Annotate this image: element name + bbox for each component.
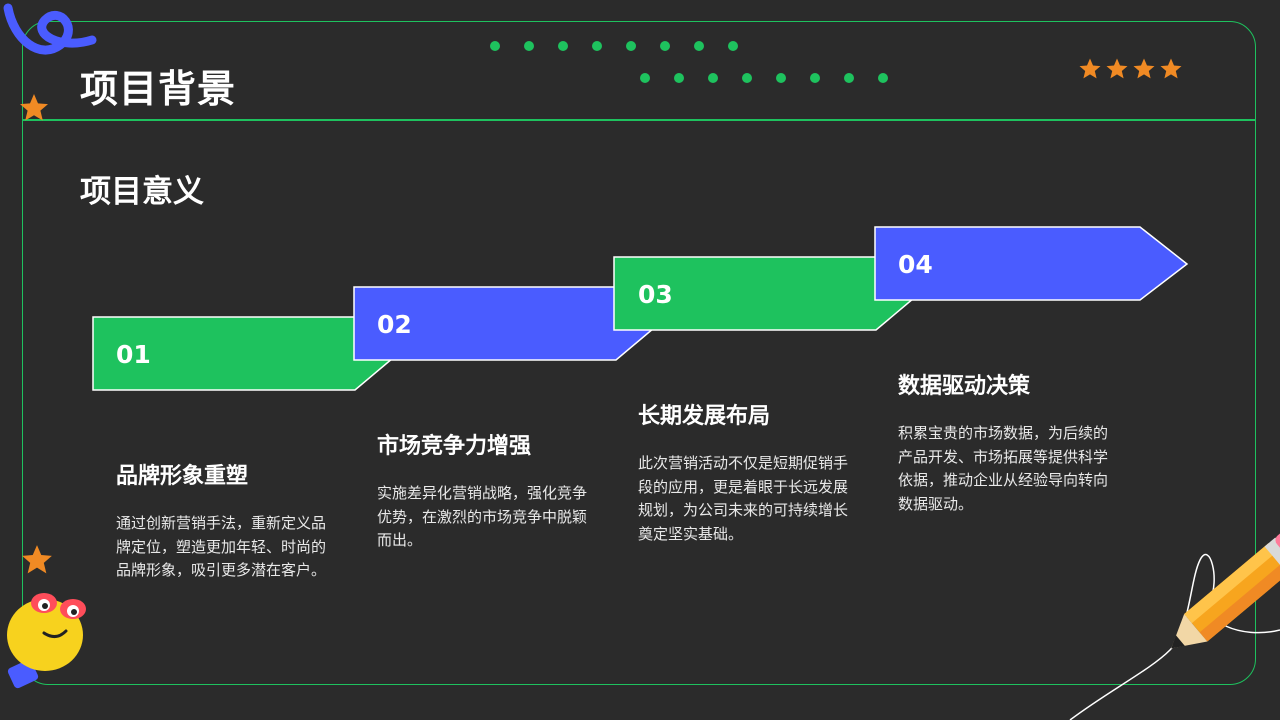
- decoration-dot: [844, 73, 854, 83]
- pencil-icon: [1069, 528, 1280, 720]
- step-shape-02: [353, 286, 655, 361]
- step-description: 实施差异化营销战略，强化竞争优势，在激烈的市场竞争中脱颖而出。: [377, 484, 588, 549]
- slide-frame: [22, 21, 1256, 685]
- step-heading: 长期发展布局: [638, 404, 771, 429]
- star-icon: [1160, 58, 1182, 79]
- star-icon: [1106, 58, 1128, 79]
- decoration-dot: [742, 73, 752, 83]
- step-heading: 市场竞争力增强: [377, 434, 532, 459]
- decoration-dot: [490, 41, 500, 51]
- star-icon: [22, 545, 52, 574]
- decoration-dot: [708, 73, 718, 83]
- star-icon: [20, 94, 48, 121]
- header-divider: [23, 119, 1256, 121]
- decoration-dot: [674, 73, 684, 83]
- step-description: 通过创新营销手法，重新定义品牌定位，塑造更加年轻、时尚的品牌形象，吸引更多潜在客…: [116, 514, 327, 579]
- decoration-dot: [592, 41, 602, 51]
- step-description: 此次营销活动不仅是短期促销手段的应用，更是着眼于长远发展规划，为公司未来的可持续…: [638, 454, 849, 543]
- decoration-dot: [640, 73, 650, 83]
- star-icon: [1079, 58, 1101, 79]
- decoration-dot: [810, 73, 820, 83]
- decoration-dot: [524, 41, 534, 51]
- swirl-decoration: [3, 3, 97, 55]
- step-shape-01: [92, 316, 394, 391]
- section-title: 项目意义: [80, 174, 204, 210]
- decoration-dot: [728, 41, 738, 51]
- lightbulb-mascot-icon: [7, 593, 86, 689]
- step-number: 01: [116, 340, 151, 369]
- step-description: 积累宝贵的市场数据，为后续的产品开发、市场拓展等提供科学依据，推动企业从经验导向…: [898, 424, 1109, 513]
- star-icon: [1133, 58, 1155, 79]
- decoration-dot: [558, 41, 568, 51]
- step-number: 03: [638, 280, 673, 309]
- decoration-dot: [776, 73, 786, 83]
- step-heading: 数据驱动决策: [898, 374, 1031, 399]
- step-heading: 品牌形象重塑: [116, 464, 249, 489]
- step-number: 04: [898, 250, 933, 279]
- page-title: 项目背景: [80, 67, 237, 111]
- step-shape-03: [613, 256, 915, 331]
- step-number: 02: [377, 310, 412, 339]
- decoration-dot: [626, 41, 636, 51]
- step-shape-04: [874, 226, 1189, 301]
- decoration-dot: [660, 41, 670, 51]
- decoration-dot: [694, 41, 704, 51]
- decoration-dot: [878, 73, 888, 83]
